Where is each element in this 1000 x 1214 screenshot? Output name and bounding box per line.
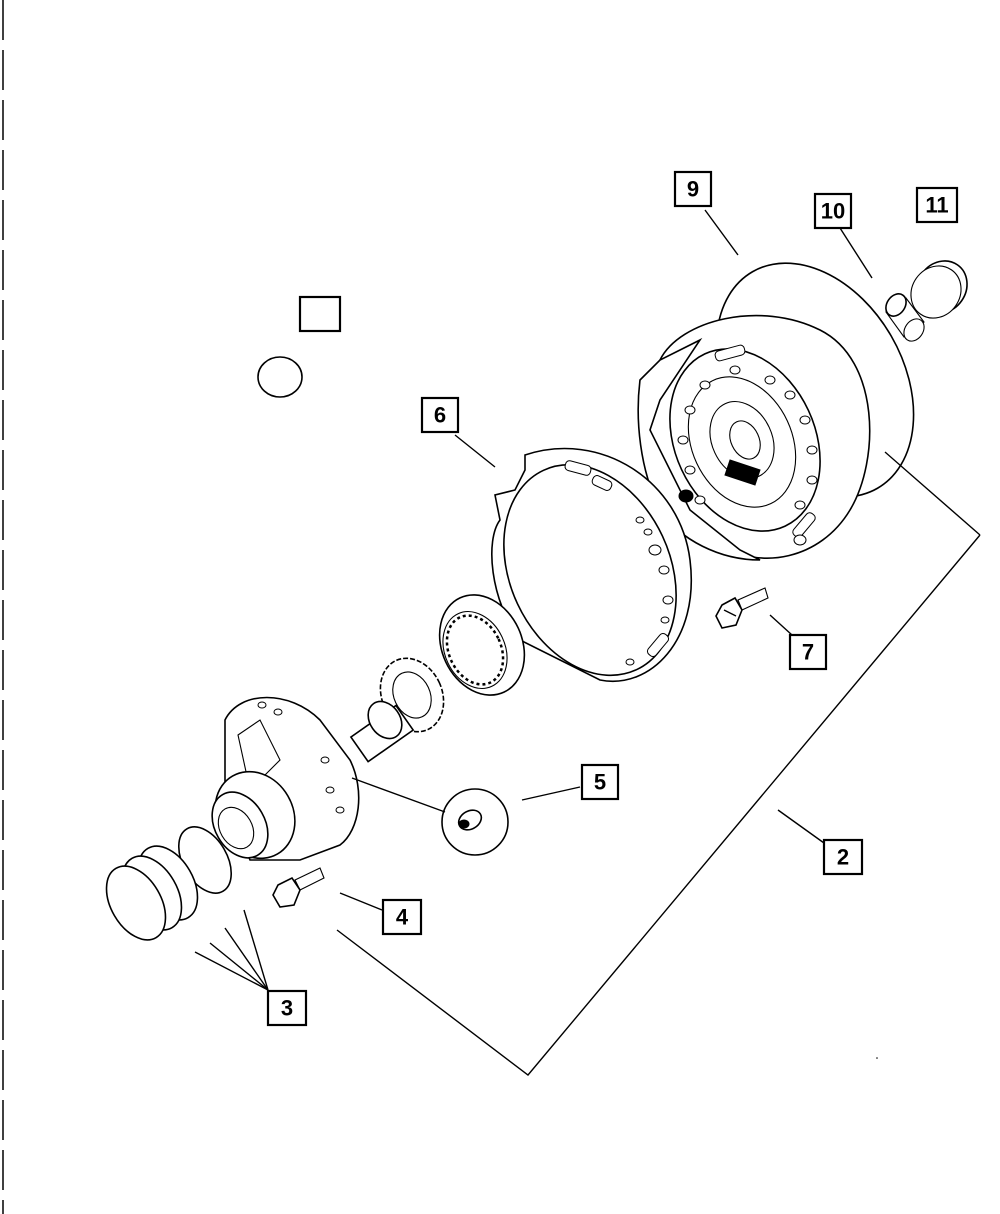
callout-6[interactable]: 6 bbox=[420, 396, 460, 434]
callout-9-label: 10 bbox=[821, 199, 845, 224]
reaction-shaft-support[interactable] bbox=[200, 695, 415, 873]
callout-4-label: 4 bbox=[396, 905, 409, 930]
part-10-seal[interactable] bbox=[901, 251, 977, 328]
callout-10-label: 11 bbox=[925, 193, 948, 218]
callout-5-label: 5 bbox=[594, 770, 606, 795]
callout-6-label: 6 bbox=[434, 403, 446, 428]
callout-7-label: 7 bbox=[802, 640, 814, 665]
callout-2-label: 2 bbox=[837, 845, 849, 870]
callout-11[interactable] bbox=[298, 295, 342, 333]
callout-3-label: 3 bbox=[281, 996, 293, 1021]
callout-2[interactable]: 2 bbox=[822, 838, 864, 876]
pump-body[interactable] bbox=[637, 314, 871, 561]
callout-8-label: 9 bbox=[687, 177, 699, 202]
part-5-plug[interactable] bbox=[441, 788, 509, 856]
stray-dot bbox=[876, 1057, 878, 1059]
part-3-seal-rings[interactable] bbox=[94, 818, 242, 950]
leader-lines bbox=[194, 209, 981, 1076]
part-9-bushing[interactable] bbox=[882, 290, 929, 345]
part-7-bolt[interactable] bbox=[715, 587, 769, 629]
callout-4[interactable]: 4 bbox=[381, 898, 423, 936]
callout-8[interactable]: 9 bbox=[673, 170, 713, 208]
callout-5[interactable]: 5 bbox=[580, 763, 620, 801]
part-4-bolt[interactable] bbox=[272, 867, 325, 908]
callout-9[interactable]: 10 bbox=[813, 192, 853, 230]
callout-10[interactable]: 11 bbox=[915, 186, 959, 224]
callout-3[interactable]: 3 bbox=[266, 989, 308, 1027]
part-6-gasket[interactable] bbox=[471, 436, 709, 703]
outer-gear[interactable] bbox=[424, 581, 540, 709]
part-11-o-ring[interactable] bbox=[257, 356, 303, 398]
callout-7[interactable]: 7 bbox=[788, 633, 828, 671]
